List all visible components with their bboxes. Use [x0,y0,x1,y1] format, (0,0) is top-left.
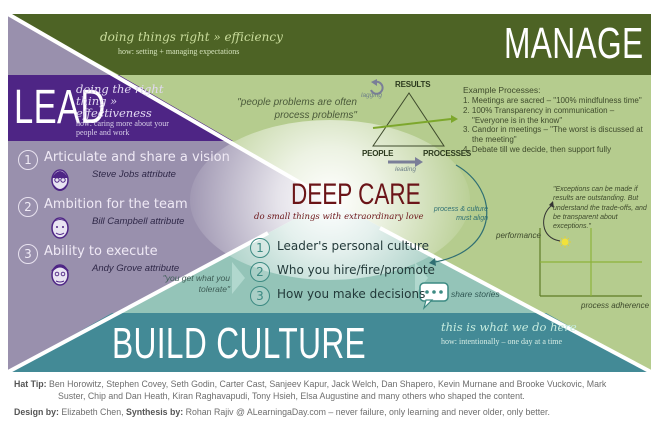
divider-top-left [6,12,320,195]
people-problems-quote: "people problems are often process probl… [237,97,357,121]
design-label: Design by: [14,407,59,417]
process-item: 4. Debate till we decide, then support f… [463,144,612,154]
stories-chevron [415,262,428,294]
lead-item-label: Ambition for the team [44,197,188,212]
manage-tagline: doing things right » efficiency [100,30,283,44]
number-circle: 3 [250,286,270,306]
synthesis-label: Synthesis by: [125,407,184,417]
processes-label: PROCESSES [423,149,471,158]
culture-item-label: How you make decisions [277,287,426,301]
results-label: RESULTS [395,80,431,89]
number-circle: 3 [18,244,38,264]
culture-header-band [8,313,651,372]
people-label: PEOPLE [362,149,394,158]
align-arrow-head [429,258,436,266]
culture-how: how: intentionally – one day at a time [441,337,563,346]
leading-label: leading [395,166,416,173]
share-stories-label: share stories [451,289,500,299]
lead-tagline: doing the right thing » effectiveness [76,82,164,120]
number-circle: 2 [250,262,270,282]
share-stories-icon [419,282,449,310]
build-culture-title: BUILD CULTURE [112,319,367,368]
tolerate-chevron [232,262,245,294]
lead-item-attribute: Andy Grove attribute [92,263,180,274]
results-triangle [372,92,445,147]
manage-how: how: setting + managing expectations [118,47,240,56]
hat-tip-names-line1: Ben Horowitz, Stephen Covey, Seth Godin,… [49,379,607,389]
lagging-icon [370,80,384,95]
lead-item-attribute: Bill Campbell attribute [92,216,185,227]
andy-grove-face-icon [51,264,69,286]
number-circle: 1 [18,150,38,170]
lead-header-band [8,75,233,141]
performance-axis-label: performance [496,231,541,240]
example-processes-heading: Example Processes: [463,85,541,95]
process-item: 3. Candor in meetings – "The worst is di… [463,125,643,145]
number-circle: 1 [250,238,270,258]
through-arrow [372,118,452,129]
tolerate-quote: "you get what you tolerate" [162,273,230,294]
divider-bottom-left [7,231,269,374]
lead-item-label: Articulate and share a vision [44,150,230,165]
synthesis-credit: Rohan Rajiv @ ALearningaDay.com – never … [185,407,550,417]
credits: Design by: Elizabeth Chen, Synthesis by:… [14,406,654,418]
steve-jobs-face-icon [51,169,69,191]
hat-tip: Hat Tip: Ben Horowitz, Stephen Covey, Se… [14,378,654,390]
manage-title: MANAGE [503,19,643,68]
process-adherence-axis-label: process adherence [581,301,650,310]
lagging-label: lagging [361,92,382,99]
lead-how: how: caring more about your people and w… [76,119,169,137]
deep-care-title: DEEP CARE [291,178,421,211]
lead-title: LEAD [14,81,106,134]
example-processes-list: 1. Meetings are sacred – "100% mindfulne… [463,96,643,155]
culture-tagline: this is what we do here [441,320,577,334]
culture-item-label: Who you hire/fire/promote [277,263,435,277]
process-item: 2. 100% Transparency in communication – … [463,105,615,125]
performance-chart [539,201,642,297]
lead-item-attribute: Steve Jobs attribute [92,169,176,180]
exception-arrow [543,205,561,242]
culture-item-label: Leader's personal culture [277,239,430,253]
hat-tip-names-line2: Suster, Chip and Dan Heath, Kiran Raghav… [58,391,525,401]
lagging-arrow-head [371,79,377,86]
exception-arrow-head [549,201,554,208]
sun-rays [559,236,571,248]
lead-item-label: Ability to execute [44,244,158,259]
number-circle: 2 [18,197,38,217]
through-arrow-head [451,115,458,123]
process-item: 1. Meetings are sacred – "100% mindfulne… [463,96,642,105]
leading-arrow-head [415,157,423,167]
manage-header-band [8,14,651,75]
align-arrow [434,164,488,263]
exceptions-quote: "Exceptions can be made if results are o… [553,186,647,231]
designer-name: Elizabeth Chen, [61,407,124,417]
footer: Hat Tip: Ben Horowitz, Stephen Covey, Se… [14,378,654,418]
outlier-sun-icon [561,238,569,246]
align-note: process & culture must align [433,206,488,222]
divider-bottom-right [379,226,652,374]
hat-tip-label: Hat Tip: [14,379,47,389]
deep-care-subtitle: do small things with extraordinary love [254,212,424,222]
bill-campbell-face-icon [51,217,69,239]
